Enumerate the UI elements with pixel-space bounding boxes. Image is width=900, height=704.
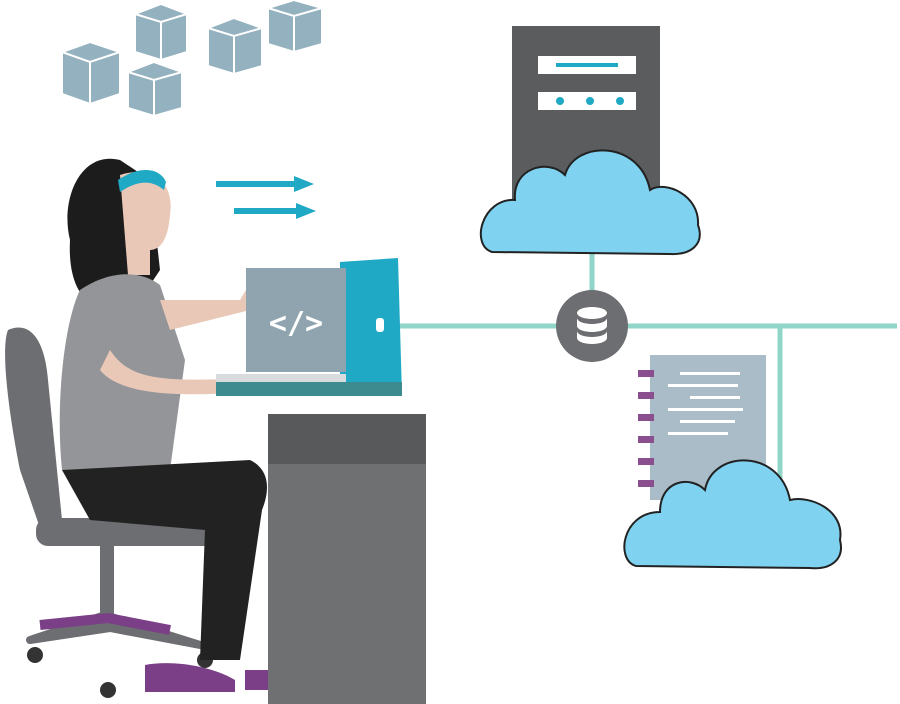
woman-figure bbox=[59, 158, 285, 692]
database-node-icon bbox=[556, 290, 628, 362]
desk bbox=[268, 414, 426, 704]
cloud-icon bbox=[479, 149, 701, 256]
cloud-icon bbox=[623, 459, 842, 570]
cubes-icon bbox=[61, 0, 323, 118]
code-icon: </> bbox=[269, 306, 323, 341]
arrows-icon bbox=[216, 176, 316, 219]
laptop: </> bbox=[216, 258, 402, 396]
